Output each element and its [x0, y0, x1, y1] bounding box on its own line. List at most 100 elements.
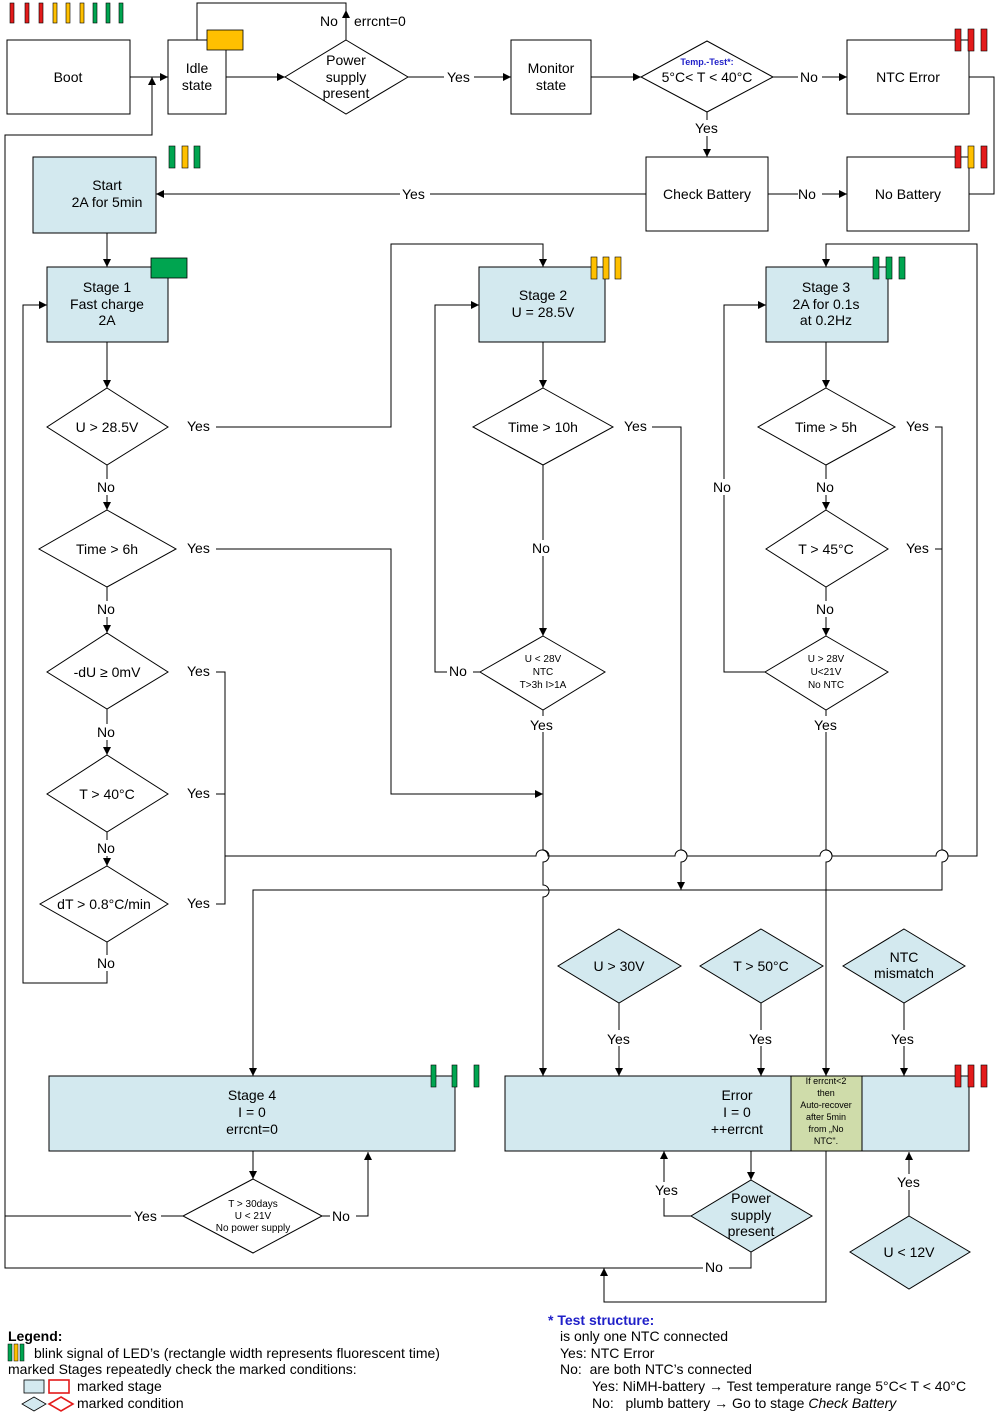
cond-ntc-mismatch: NTC mismatch [842, 928, 966, 1004]
node-power-supply-present: Power supply present [284, 39, 409, 115]
node-stage-1: Stage 1 Fast charge 2A [46, 257, 188, 343]
test-structure-line5: No: plumb battery → Go to stage Check Ba… [592, 1395, 896, 1411]
node-start: Start 2A for 5min [32, 145, 201, 234]
svg-text:U<21V: U<21V [811, 667, 842, 678]
cond-s3-combined: U > 28V U<21V No NTC [764, 635, 889, 711]
cond-s1-dt: dT > 0.8°C/min [38, 865, 169, 943]
svg-text:Stage 2: Stage 2 [519, 287, 567, 303]
edge-yes-t50: Yes [749, 1031, 772, 1047]
svg-text:U = 28.5V: U = 28.5V [512, 304, 575, 320]
svg-text:T>3h I>1A: T>3h I>1A [520, 680, 567, 691]
edge-yes-temp: Yes [695, 120, 718, 136]
legend-stage: marked stage [77, 1378, 162, 1394]
edge-yes-ntc: Yes [891, 1031, 914, 1047]
cond-u-12v: U < 12V [849, 1215, 971, 1290]
svg-text:No NTC: No NTC [808, 680, 844, 691]
edge-no-s1t: No [97, 840, 115, 856]
test-structure-line1: is only one NTC connected [560, 1328, 729, 1344]
svg-text:No power supply: No power supply [216, 1223, 290, 1234]
edge-yes-s1dt: Yes [187, 895, 210, 911]
svg-text:Time > 5h: Time > 5h [795, 419, 857, 435]
edge-yes-s1du: Yes [187, 663, 210, 679]
test-structure-title: * Test structure: [548, 1312, 655, 1328]
legend-blink: blink signal of LED’s (rectangle width r… [34, 1345, 440, 1361]
node-stage-3: Stage 3 2A for 0.1s at 0.2Hz [765, 256, 906, 343]
svg-text:Stage 4: Stage 4 [228, 1087, 276, 1103]
edge-no-s2time: No [532, 540, 550, 556]
edge-no-s3time: No [816, 479, 834, 495]
edge-yes-power: Yes [447, 69, 470, 85]
edge-no-s3t: No [816, 601, 834, 617]
cond-t-50c: T > 50°C [699, 928, 824, 1004]
svg-text:5°C< T < 40°C: 5°C< T < 40°C [662, 69, 753, 85]
svg-text:Start: Start [92, 177, 122, 193]
svg-text:T > 45°C: T > 45°C [798, 541, 854, 557]
edge-no-s4cond: No [332, 1208, 350, 1224]
svg-text:present: present [323, 85, 370, 101]
node-auto-recover: If errcnt<2 then Auto-recover after 5min… [790, 1075, 863, 1152]
edge-no-temp: No [800, 69, 818, 85]
svg-text:Temp.-Test*:: Temp.-Test*: [680, 57, 733, 67]
edge-yes-power2: Yes [655, 1182, 678, 1198]
edge-no-s1u: No [97, 479, 115, 495]
node-monitor-state: Monitor state [510, 39, 592, 115]
edge-no-s1du: No [97, 724, 115, 740]
svg-text:I = 0: I = 0 [238, 1104, 266, 1120]
cond-s1-time-6h: Time > 6h [37, 509, 178, 588]
svg-text:supply: supply [731, 1207, 771, 1223]
node-idle-state: Idle state [167, 29, 244, 115]
svg-text:Monitor: Monitor [528, 60, 575, 76]
edge-yes-s3t: Yes [906, 540, 929, 556]
svg-text:I = 0: I = 0 [723, 1104, 751, 1120]
edge-yes-s3cond: Yes [814, 717, 837, 733]
connectors [4, 2, 995, 1303]
svg-text:Stage 3: Stage 3 [802, 279, 850, 295]
edge-yes-s1u: Yes [187, 418, 210, 434]
svg-text:Power: Power [326, 52, 366, 68]
edge-no-power: No [320, 13, 338, 29]
svg-text:Stage 1: Stage 1 [83, 279, 131, 295]
cond-s3-time-5h: Time > 5h [756, 387, 897, 466]
led-legend-top [9, 2, 124, 24]
svg-text:errcnt=0: errcnt=0 [226, 1121, 278, 1137]
svg-text:state: state [536, 77, 567, 93]
svg-text:supply: supply [326, 69, 366, 85]
svg-text:present: present [728, 1223, 775, 1239]
svg-text:++errcnt: ++errcnt [711, 1121, 763, 1137]
svg-text:T > 50°C: T > 50°C [733, 958, 789, 974]
legend-condition: marked condition [77, 1395, 184, 1411]
edge-no-check: No [798, 186, 816, 202]
edge-yes-u30: Yes [607, 1031, 630, 1047]
node-error: Error I = 0 ++errcnt [504, 1064, 988, 1152]
edge-no-s1time: No [97, 601, 115, 617]
svg-text:state: state [182, 77, 213, 93]
edge-yes-s3time: Yes [906, 418, 929, 434]
test-structure-line2: Yes: NTC Error [560, 1345, 655, 1361]
test-structure-line3: No: are both NTC’s connected [560, 1361, 752, 1377]
svg-text:from „No: from „No [808, 1124, 843, 1134]
svg-text:U < 21V: U < 21V [235, 1211, 272, 1222]
edge-yes-s2time: Yes [624, 418, 647, 434]
svg-text:NTC: NTC [533, 667, 554, 678]
node-ntc-error: NTC Error [846, 28, 988, 115]
edge-yes-s1t: Yes [187, 785, 210, 801]
test-structure-line5-stage: Check Battery [808, 1395, 897, 1411]
svg-text:U < 12V: U < 12V [884, 1244, 936, 1260]
node-stage-2: Stage 2 U = 28.5V [478, 256, 622, 343]
cond-s1-du: -dU ≥ 0mV [46, 632, 169, 710]
svg-text:If errcnt<2: If errcnt<2 [806, 1076, 847, 1086]
edge-no-s1dt: No [97, 955, 115, 971]
cond-s1-u-28-5: U > 28.5V [46, 387, 169, 466]
cond-u-30v: U > 30V [557, 928, 682, 1004]
svg-text:2A for 0.1s: 2A for 0.1s [793, 296, 860, 312]
svg-text:Fast charge: Fast charge [70, 296, 144, 312]
edge-yes-s4cond: Yes [134, 1208, 157, 1224]
svg-text:at 0.2Hz: at 0.2Hz [800, 312, 852, 328]
svg-text:U < 28V: U < 28V [525, 654, 562, 665]
cond-power-supply-present-2: Power supply present [690, 1179, 813, 1253]
node-check-battery: Check Battery [645, 156, 769, 232]
cond-s2-time-10h: Time > 10h [471, 387, 615, 466]
svg-text:Error: Error [721, 1087, 752, 1103]
edge-yes-s1time: Yes [187, 540, 210, 556]
